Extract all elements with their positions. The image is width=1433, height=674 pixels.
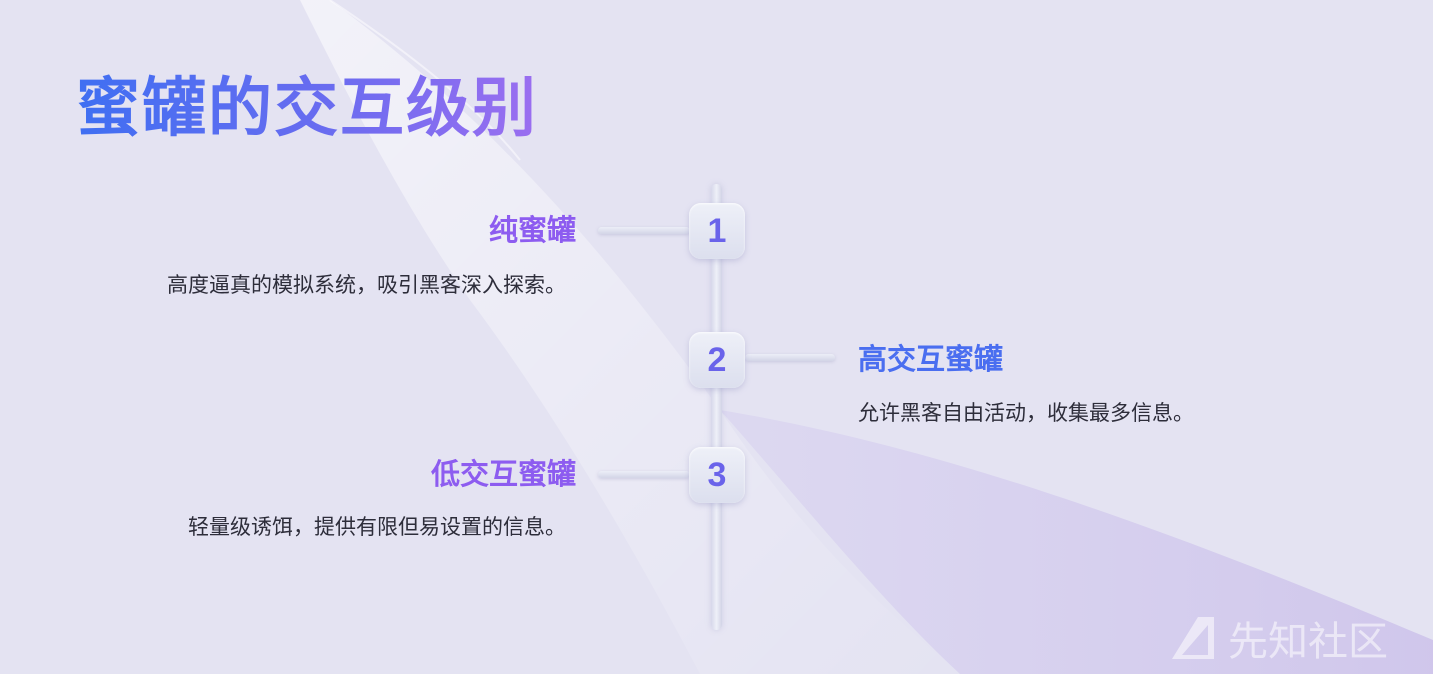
watermark-text: 先知社区	[1228, 619, 1388, 665]
connector-2	[745, 354, 835, 361]
item-description-2: 允许黑客自由活动，收集最多信息。	[858, 401, 1194, 425]
item-description-3: 轻量级诱饵，提供有限但易设置的信息。	[188, 515, 566, 539]
step-badge-1: 1	[689, 203, 745, 259]
item-heading-1: 纯蜜罐	[488, 213, 576, 247]
timeline-spine	[711, 184, 722, 630]
connector-1	[598, 227, 690, 234]
step-badge-3: 3	[689, 447, 745, 503]
item-description-1: 高度逼真的模拟系统，吸引黑客深入探索。	[167, 273, 566, 297]
item-heading-2: 高交互蜜罐	[858, 342, 1004, 376]
xianzhi-logo-icon	[1172, 617, 1214, 659]
page-title: 蜜罐的交互级别	[76, 66, 538, 152]
item-heading-3: 低交互蜜罐	[430, 457, 576, 491]
step-badge-2: 2	[689, 332, 745, 388]
connector-3	[598, 471, 690, 478]
watermark: 先知社区	[1168, 610, 1388, 666]
